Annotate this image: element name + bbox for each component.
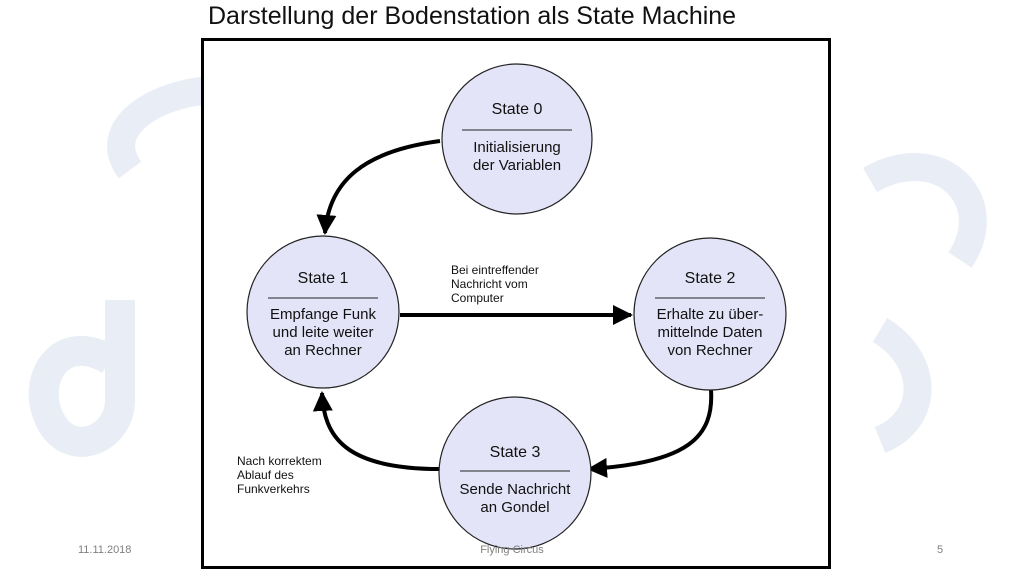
label-s1-to-s2-line-2: Nachricht vom xyxy=(451,277,528,291)
edge-state2-to-state3 xyxy=(587,389,714,478)
state-1-node: State 1 Empfange Funk und leite weiter a… xyxy=(246,235,400,389)
label-s1-to-s2: Bei eintreffender Nachricht vom Computer xyxy=(451,263,539,305)
state-1-line-2: und leite weiter xyxy=(273,324,374,341)
state-1-line-1: Empfange Funk xyxy=(270,306,376,323)
state-3-title: State 3 xyxy=(490,444,541,461)
state-2-node: State 2 Erhalte zu über- mittelnde Daten… xyxy=(633,237,787,391)
state-1-line-3: an Rechner xyxy=(284,342,362,359)
state-3-line-1: Sende Nachricht xyxy=(460,481,572,498)
label-s3-to-s1-line-2: Ablauf des xyxy=(237,468,294,482)
slide-title: Darstellung der Bodenstation als State M… xyxy=(208,2,737,30)
edge-state0-to-state1 xyxy=(316,139,441,235)
state-2-title: State 2 xyxy=(685,270,736,287)
footer-title: Flying Circus xyxy=(480,544,544,556)
state-0-line-1: Initialisierung xyxy=(473,139,561,156)
state-0-node: State 0 Initialisierung der Variablen xyxy=(441,63,593,215)
diagram-frame: State 0 Initialisierung der Variablen St… xyxy=(201,38,831,569)
footer-date: 11.11.2018 xyxy=(78,544,132,556)
label-s3-to-s1-line-1: Nach korrektem xyxy=(237,454,322,468)
edge-state3-to-state1 xyxy=(312,391,441,471)
state-diagram: State 0 Initialisierung der Variablen St… xyxy=(237,63,787,550)
label-s3-to-s1-line-3: Funkverkehrs xyxy=(237,482,310,496)
footer-page-number: 5 xyxy=(937,544,944,556)
state-2-line-2: mittelnde Daten xyxy=(657,324,762,341)
state-2-line-1: Erhalte zu über- xyxy=(657,306,764,323)
state-0-line-2: der Variablen xyxy=(473,157,561,174)
label-s3-to-s1: Nach korrektem Ablauf des Funkverkehrs xyxy=(237,454,322,496)
label-s1-to-s2-line-1: Bei eintreffender xyxy=(451,263,539,277)
state-0-title: State 0 xyxy=(492,101,543,118)
state-1-title: State 1 xyxy=(298,270,349,287)
state-3-node: State 3 Sende Nachricht an Gondel xyxy=(438,396,592,550)
state-2-line-3: von Rechner xyxy=(667,342,752,359)
state-3-line-2: an Gondel xyxy=(480,499,549,516)
label-s1-to-s2-line-3: Computer xyxy=(451,291,504,305)
